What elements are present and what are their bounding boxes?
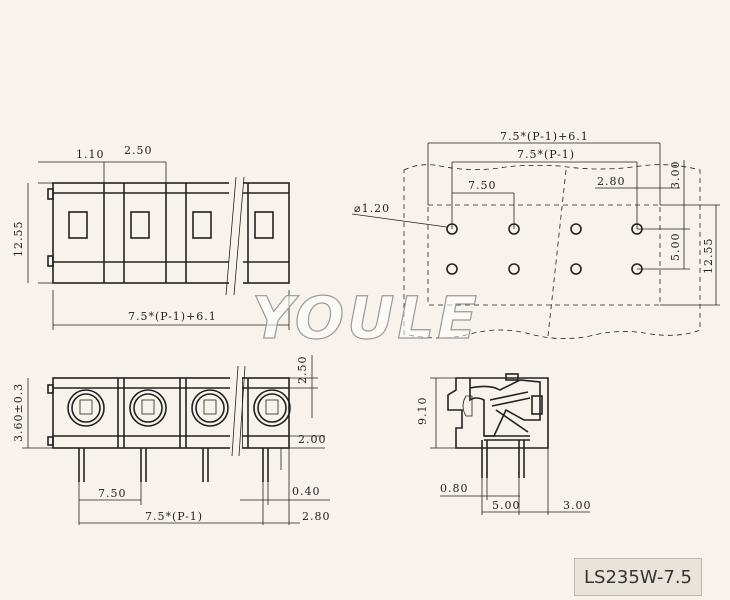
dim-3-00-section: 3.00 — [563, 499, 592, 512]
dim-3-00-pcb: 3.00 — [669, 161, 682, 190]
dim-12-55-pcb: 12.55 — [702, 238, 715, 275]
dim-0-40: 0.40 — [292, 485, 321, 498]
dim-12-55-left: 12.55 — [12, 221, 25, 258]
top-view — [27, 161, 290, 330]
dim-2-80-bottom: 2.80 — [302, 510, 331, 523]
dim-pitch-pcb: 7.5*(P-1) — [517, 148, 575, 161]
pcb-layout-view — [351, 142, 720, 339]
dim-0-80: 0.80 — [440, 482, 469, 495]
dim-hole-diameter: ⌀1.20 — [354, 202, 390, 215]
front-view — [22, 355, 330, 525]
dim-2-80-pcb: 2.80 — [597, 175, 626, 188]
dim-overall-pcb: 7.5*(P-1)+6.1 — [500, 130, 589, 143]
dim-2-50-side: 2.50 — [296, 356, 309, 385]
dim-pitch-bottom: 7.5*(P-1) — [145, 510, 203, 523]
watermark-logo: YOULE — [252, 284, 480, 352]
dim-overall-front: 7.5*(P-1)+6.1 — [128, 310, 217, 323]
dim-7-50-pcb: 7.50 — [468, 179, 497, 192]
dimension-labels: 1.10 2.50 12.55 7.5*(P-1)+6.1 7.5*(P-1)+… — [12, 130, 715, 523]
dim-1-10: 1.10 — [76, 148, 105, 161]
model-label: LS235W-7.5 — [584, 566, 692, 588]
dim-3-60: 3.60±0.3 — [12, 383, 25, 442]
dim-9-10: 9.10 — [416, 397, 429, 426]
dim-2-50-top: 2.50 — [124, 144, 153, 157]
model-badge: LS235W-7.5 — [574, 558, 702, 596]
dim-7-50-bottom: 7.50 — [98, 487, 127, 500]
dim-5-00-section: 5.00 — [492, 499, 521, 512]
dim-2-00: 2.00 — [298, 433, 327, 446]
dim-5-00-pcb: 5.00 — [669, 233, 682, 262]
section-view — [430, 373, 590, 515]
